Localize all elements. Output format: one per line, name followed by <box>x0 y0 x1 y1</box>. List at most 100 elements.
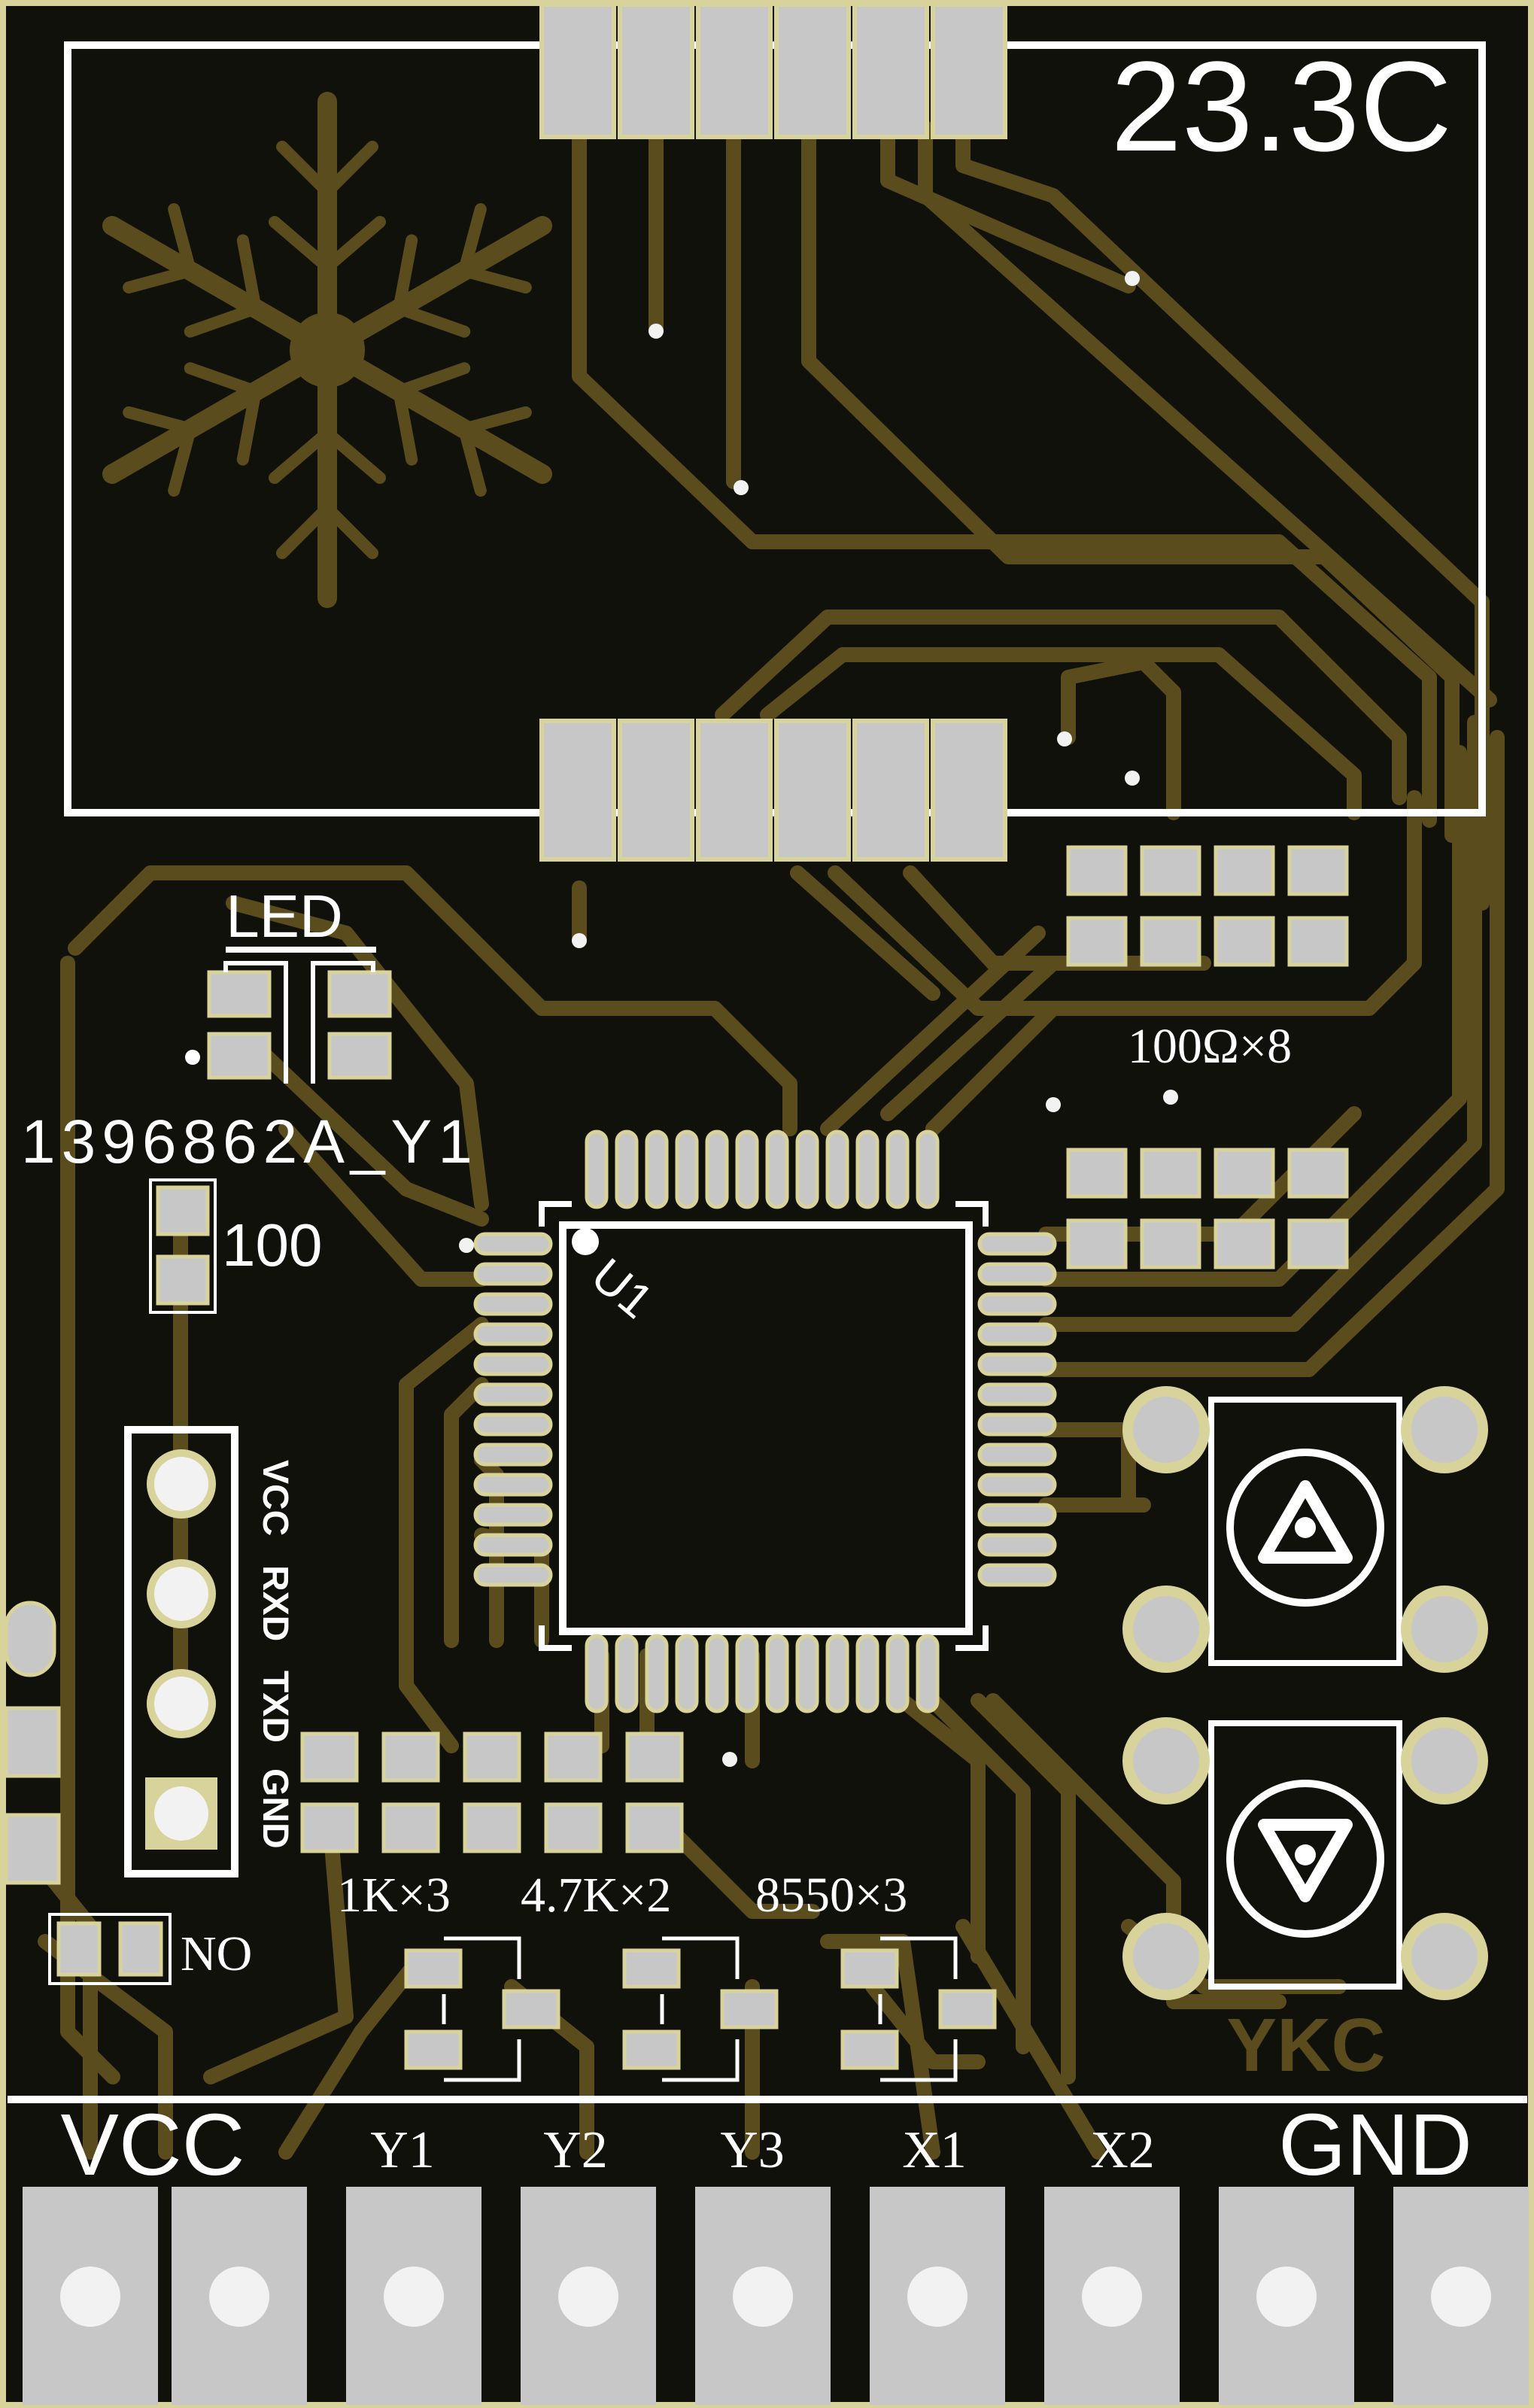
mcu-pin <box>885 1634 910 1713</box>
uart-txd-label: TXD <box>255 1671 295 1743</box>
transistor-q3 <box>840 1936 997 2082</box>
mcu-pin <box>977 1352 1057 1376</box>
mcu-pin <box>473 1352 553 1376</box>
down-arrow-icon <box>1258 1819 1353 1902</box>
terminal-hole <box>60 2267 120 2327</box>
mcu-pin <box>916 1634 940 1713</box>
vias <box>459 271 1178 1767</box>
mcu-pin <box>977 1473 1057 1497</box>
terminal-hole <box>733 2267 793 2327</box>
mcu-pin <box>473 1322 553 1346</box>
led-component <box>185 961 392 1084</box>
mcu-pin <box>795 1130 819 1209</box>
mcu-pin <box>885 1130 910 1209</box>
mcu-pin <box>473 1262 553 1286</box>
brand-mark: YKC <box>1226 2003 1385 2087</box>
led-label: LED <box>226 883 343 950</box>
uart-rxd-label: RXD <box>255 1565 295 1641</box>
mcu-pin <box>977 1382 1057 1406</box>
uart-header-pins <box>145 1449 217 1850</box>
mcu-pin <box>705 1634 729 1713</box>
top-connector <box>539 2 1007 139</box>
transistor-q2 <box>622 1936 779 2082</box>
mcu-pin <box>977 1533 1057 1557</box>
mcu-pin <box>916 1130 940 1209</box>
mcu-pin <box>977 1443 1057 1467</box>
mcu-pin <box>825 1130 849 1209</box>
mcu-pins-bottom <box>585 1634 940 1713</box>
resistor-100-label: 100 <box>222 1212 322 1278</box>
terminal-hole <box>209 2267 269 2327</box>
resistor-row-top <box>300 1732 684 1853</box>
mcu-pin <box>795 1634 819 1713</box>
terminal-hole <box>1082 2267 1142 2327</box>
temperature-readout: 23.3C <box>1110 35 1452 178</box>
mcu-pin <box>473 1382 553 1406</box>
terminal-labels: VCC Y1 Y2 Y3 X1 X2 GND <box>61 2096 1472 2194</box>
resistor-4-7k-label: 4.7K×2 <box>521 1868 671 1923</box>
terminal-hole <box>558 2267 618 2327</box>
mcu-pin <box>765 1130 789 1209</box>
uart-header-outline <box>124 1426 238 1877</box>
up-button[interactable] <box>1122 1386 1488 1673</box>
transistor-label: 8550×3 <box>755 1868 907 1923</box>
part-number: 1396862A_Y1 <box>21 1108 478 1176</box>
mcu-pin <box>473 1563 553 1587</box>
mcu-pin <box>473 1533 553 1557</box>
uart-vcc-label: VCC <box>255 1460 295 1536</box>
mcu-pin <box>645 1634 669 1713</box>
mcu-pin <box>473 1412 553 1437</box>
terminal-gnd-label: GND <box>1278 2096 1472 2194</box>
resistor-array-label: 100Ω×8 <box>1128 1019 1292 1074</box>
terminal-x2-label: X2 <box>1090 2121 1155 2179</box>
transistor-q1 <box>404 1936 560 2082</box>
mcu-pin <box>735 1634 759 1713</box>
terminal-y2-label: Y2 <box>543 2121 608 2179</box>
mcu-pins-right <box>977 1232 1057 1587</box>
mcu-pin <box>585 1634 609 1713</box>
resistor-array-top <box>1066 845 1349 967</box>
mcu-pin <box>473 1292 553 1316</box>
mcu-pin <box>977 1262 1057 1286</box>
mcu-pin <box>977 1292 1057 1316</box>
mcu-pin <box>977 1503 1057 1527</box>
mcu-pin <box>473 1473 553 1497</box>
terminal-x1-label: X1 <box>902 2121 967 2179</box>
terminal-hole <box>384 2267 444 2327</box>
resistor-1k-label: 1K×3 <box>337 1868 451 1923</box>
no-jumper <box>48 1913 172 1985</box>
mcu-pin <box>977 1412 1057 1437</box>
terminal-hole <box>1256 2267 1317 2327</box>
mcu-pin <box>825 1634 849 1713</box>
no-label: NO <box>181 1926 252 1981</box>
bottom-connector <box>539 719 1007 862</box>
terminal-pads <box>23 2187 1529 2405</box>
mcu-pin <box>473 1232 553 1256</box>
mcu-pin <box>615 1130 639 1209</box>
down-button[interactable] <box>1122 1717 1488 2000</box>
mcu-pin <box>855 1634 879 1713</box>
mcu-pin <box>473 1503 553 1527</box>
terminal-y3-label: Y3 <box>720 2121 785 2179</box>
mcu-pins-top <box>585 1130 940 1209</box>
mcu-pin <box>977 1322 1057 1346</box>
mcu-pin <box>645 1130 669 1209</box>
terminal-hole <box>907 2267 967 2327</box>
mcu-pin <box>765 1634 789 1713</box>
snowflake-icon <box>102 92 552 608</box>
resistor-array-bottom <box>1066 1148 1349 1269</box>
mcu-pin <box>977 1232 1057 1256</box>
mcu-u1 <box>473 1130 1057 1713</box>
terminal-hole <box>1431 2267 1491 2327</box>
mcu-pin <box>977 1563 1057 1587</box>
terminal-y1-label: Y1 <box>370 2121 435 2179</box>
mcu-pin <box>675 1130 699 1209</box>
uart-gnd-label: GND <box>255 1768 295 1849</box>
mcu-pin <box>735 1130 759 1209</box>
mcu-pin <box>473 1443 553 1467</box>
left-edge-pads <box>4 1601 61 1885</box>
mcu-pin <box>585 1130 609 1209</box>
mcu-pins-left <box>473 1232 553 1587</box>
